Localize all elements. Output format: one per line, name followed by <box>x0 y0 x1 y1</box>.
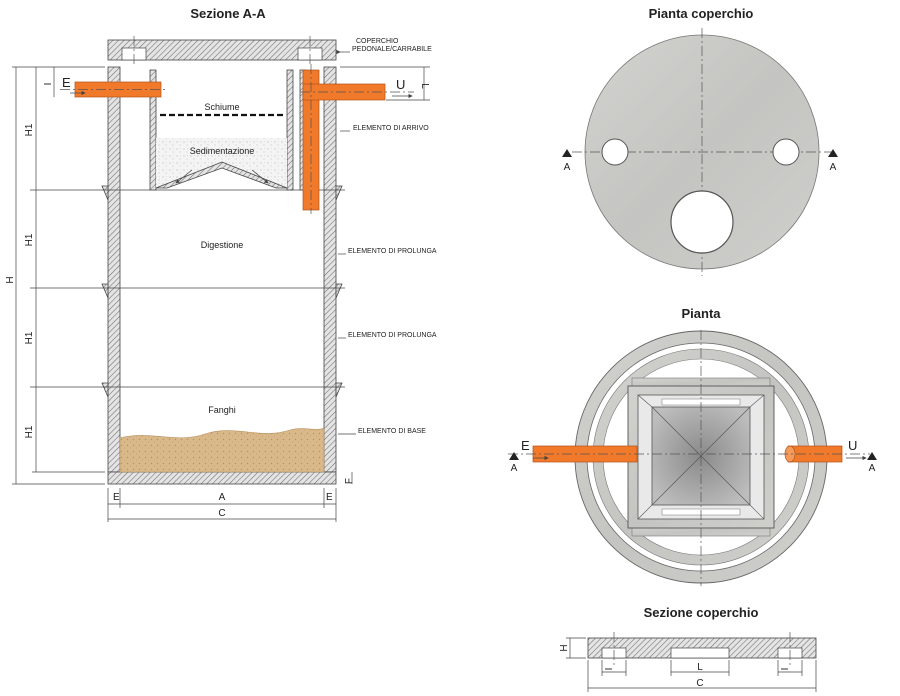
dim-F: F <box>344 478 355 484</box>
callout-cover-2: PEDONALE/CARRABILE <box>352 46 432 53</box>
inlet-label: E <box>62 75 71 90</box>
sedimentation-chamber <box>149 69 307 191</box>
dim-H-cover: H <box>559 644 570 651</box>
plan-inlet-label: E <box>521 438 530 453</box>
cover-manhole <box>670 190 734 254</box>
cover-hole-left <box>601 138 629 166</box>
callout-extension-2: ELEMENTO DI PROLUNGA <box>348 332 437 339</box>
tank-walls <box>30 66 345 485</box>
dim-I-section: I <box>43 83 54 86</box>
dim-L-cover: L <box>697 662 703 673</box>
section-title: Sezione A-A <box>190 6 266 21</box>
cover-section-view: Sezione coperchio H I I L C <box>559 605 817 692</box>
callout-extension-1: ELEMENTO DI PROLUNGA <box>348 248 437 255</box>
cover-slab <box>107 36 337 64</box>
dim-I-cover-left: I <box>604 668 615 671</box>
inlet-pipe: E <box>60 75 165 98</box>
dim-L-section: L <box>419 83 430 89</box>
outlet-pipe: U <box>300 64 414 214</box>
section-view: Sezione A-A <box>5 6 437 522</box>
dim-H1-4: H1 <box>24 425 35 438</box>
dim-C-cover: C <box>696 678 703 689</box>
callout-base-element: ELEMENTO DI BASE <box>358 428 426 435</box>
dim-H1-1: H1 <box>24 123 35 136</box>
dim-C-section: C <box>218 508 225 519</box>
sludge-layer <box>119 427 325 473</box>
plan-outlet-label: U <box>848 438 857 453</box>
cover-section-title: Sezione coperchio <box>644 605 759 620</box>
dim-H1-3: H1 <box>24 331 35 344</box>
zone-sedimentation: Sedimentazione <box>190 146 255 156</box>
callout-cover-1: COPERCHIO <box>356 38 399 45</box>
dim-E-right: E <box>326 492 333 503</box>
cover-mark-left: A <box>564 162 571 173</box>
horizontal-dimensions: E A E C <box>107 488 337 522</box>
dim-E-left: E <box>113 492 120 503</box>
dim-A: A <box>219 492 226 503</box>
zone-scum: Schiume <box>204 102 239 112</box>
cover-mark-right: A <box>830 162 837 173</box>
cover-plan-view: Pianta coperchio A A <box>562 6 838 276</box>
vertical-dimensions: H H1 H1 H1 H1 I L F <box>5 66 430 485</box>
plan-title: Pianta <box>681 306 721 321</box>
plan-view: Pianta E U A A <box>508 306 877 586</box>
dim-H1-2: H1 <box>24 233 35 246</box>
cover-plan-title: Pianta coperchio <box>649 6 754 21</box>
callout-inlet-element: ELEMENTO DI ARRIVO <box>353 125 429 132</box>
plan-mark-left: A <box>511 463 518 474</box>
callouts: COPERCHIO PEDONALE/CARRABILE ELEMENTO DI… <box>336 38 437 435</box>
dim-H: H <box>5 276 16 283</box>
outlet-label: U <box>396 77 405 92</box>
dim-I-cover-right: I <box>780 668 791 671</box>
cover-hole-right <box>772 138 800 166</box>
zone-digestion: Digestione <box>201 240 244 250</box>
zone-sludge: Fanghi <box>208 405 236 415</box>
plan-mark-right: A <box>869 463 876 474</box>
